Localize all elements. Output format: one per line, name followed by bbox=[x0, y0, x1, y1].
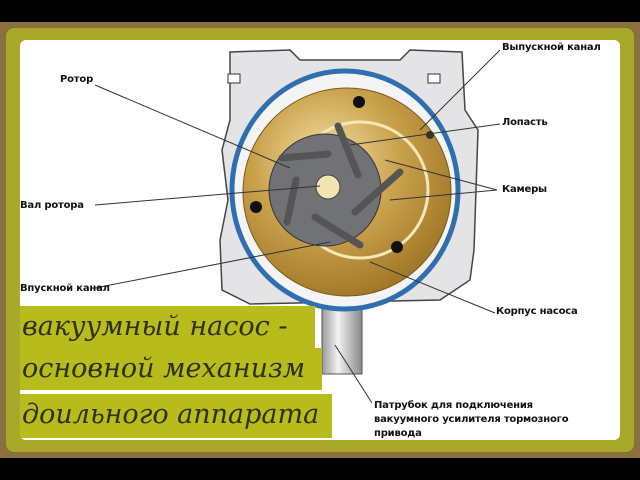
label-chambers: Камеры bbox=[502, 184, 547, 195]
label-rotor-shaft: Вал ротора bbox=[20, 200, 84, 211]
label-pipe-3: привода bbox=[374, 428, 422, 438]
label-outlet: Выпускной канал bbox=[502, 42, 601, 53]
label-inlet: Впускной канал bbox=[20, 283, 110, 294]
label-vane: Лопасть bbox=[502, 117, 548, 128]
label-pipe-1: Патрубок для подключения bbox=[374, 400, 533, 411]
rotor-shaft bbox=[315, 174, 341, 200]
label-pipe-2: вакуумного усилителя тормозного bbox=[374, 414, 569, 425]
caption-line-2: основной механизм bbox=[20, 348, 322, 390]
label-housing: Корпус насоса bbox=[496, 306, 578, 317]
label-rotor: Ротор bbox=[60, 74, 94, 85]
vanes bbox=[278, 122, 404, 249]
caption-line-3: доильного аппарата bbox=[20, 394, 332, 438]
leader-lines bbox=[94, 49, 501, 404]
caption-line-1: вакуумный насос - bbox=[20, 306, 315, 348]
